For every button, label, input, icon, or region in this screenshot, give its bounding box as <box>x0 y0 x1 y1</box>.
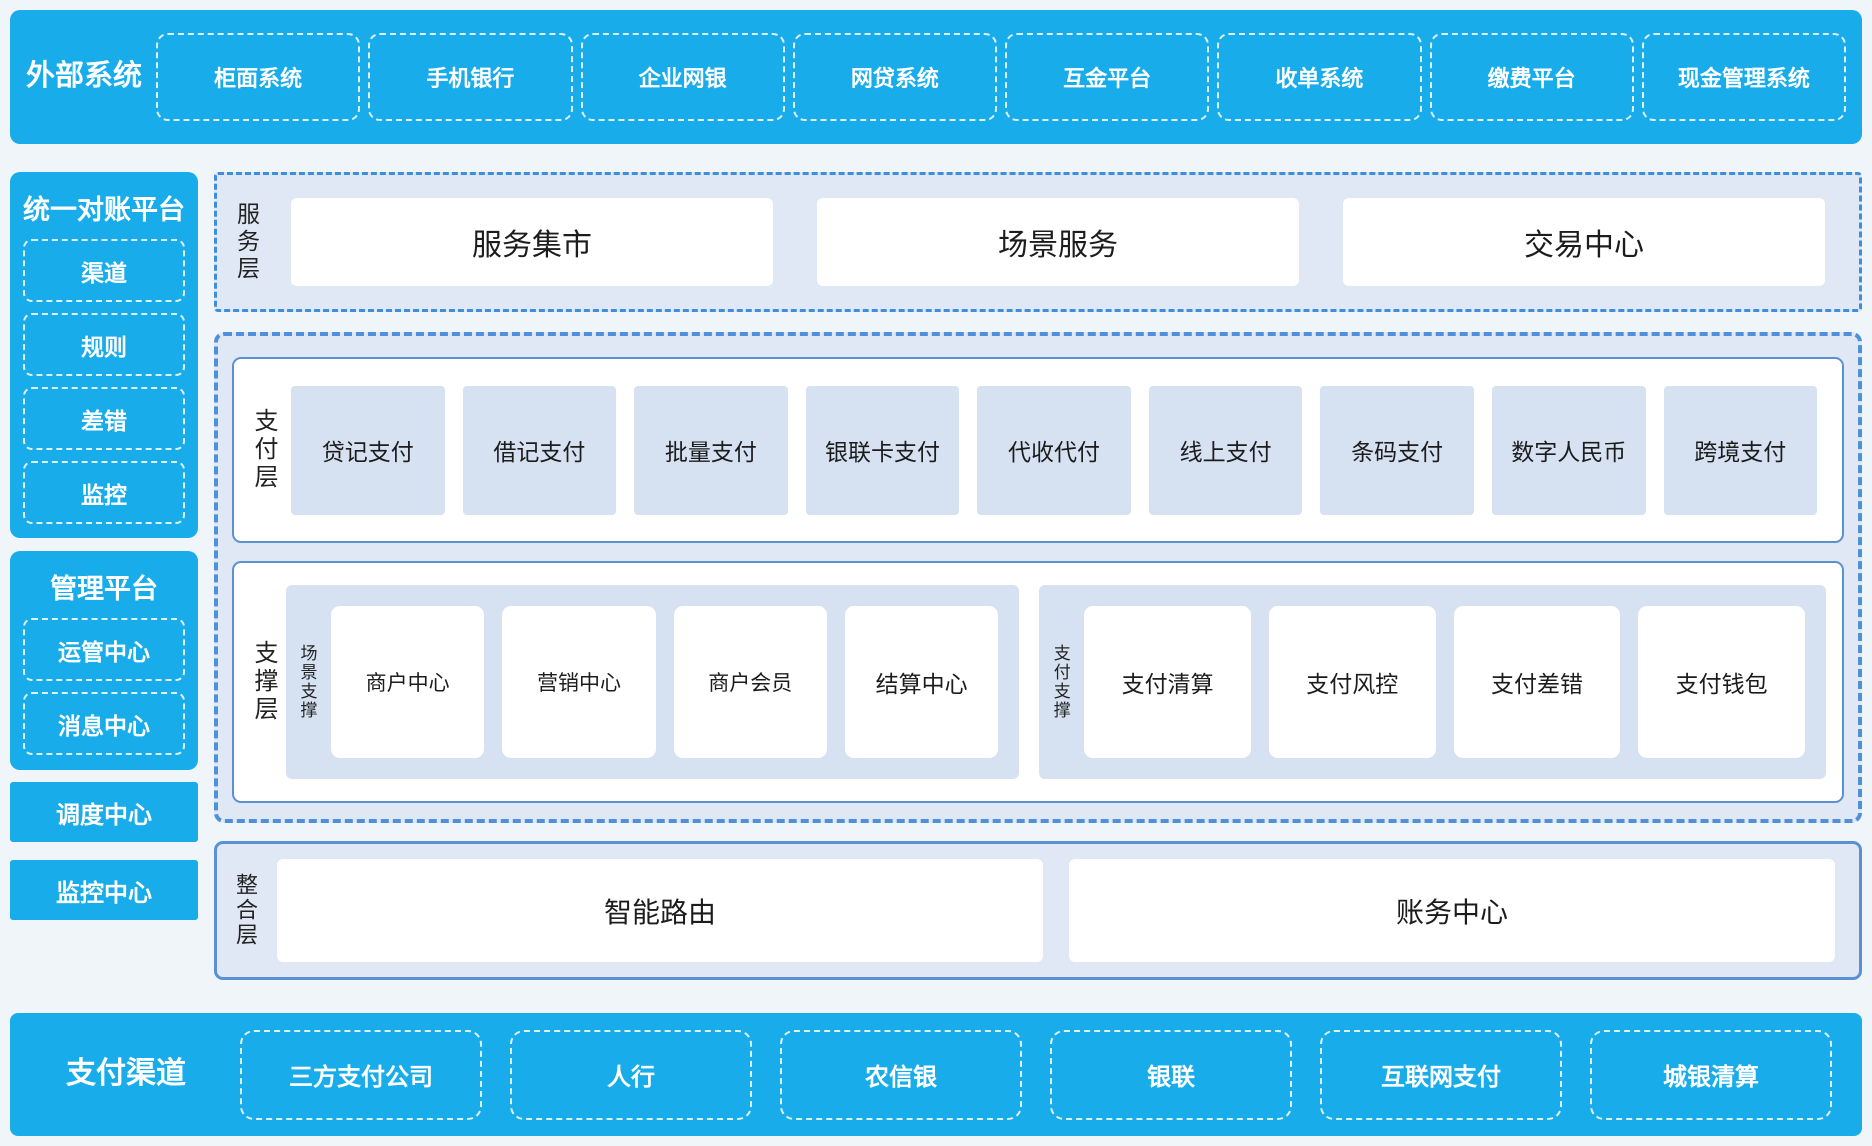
external-systems-title: 外部系统 <box>25 60 142 93</box>
smart-routing-box: 智能路由 <box>277 859 1043 962</box>
dispatch-center-block: 调度中心 <box>10 782 198 842</box>
payment-support-label: 支付支撑 <box>1050 644 1070 721</box>
channel-city-bank-clearing: 城银清算 <box>1590 1029 1832 1120</box>
channel-unionpay: 银联 <box>1050 1029 1292 1120</box>
external-system-counter: 柜面系统 <box>156 33 361 121</box>
reconciliation-platform-block: 统一对账平台 渠道 规则 差错 监控 <box>10 172 198 538</box>
integration-layer-label: 整合层 <box>233 873 258 948</box>
external-system-mobile-bank: 手机银行 <box>368 33 573 121</box>
service-layer: 服务层 服务集市 场景服务 交易中心 <box>214 172 1862 312</box>
channel-third-party: 三方支付公司 <box>240 1029 482 1120</box>
payment-layer-label: 支付层 <box>250 408 277 493</box>
pay-item-barcode: 条码支付 <box>1320 385 1474 515</box>
support-layer-label: 支撑层 <box>250 640 277 725</box>
payment-channels-title: 支付渠道 <box>66 1057 186 1091</box>
paysup-item-risk-control: 支付风控 <box>1268 606 1436 759</box>
scene-item-merchant-member: 商户会员 <box>673 606 827 759</box>
payment-support-panel: 支付支撑 支付清算 支付风控 支付差错 支付钱包 <box>1039 585 1826 780</box>
channel-pboc: 人行 <box>510 1029 752 1120</box>
payment-channels-bar: 支付渠道 三方支付公司 人行 农信银 银联 互联网支付 城银清算 <box>10 1013 1862 1136</box>
pay-item-unionpay-card: 银联卡支付 <box>805 385 960 515</box>
reconciliation-platform-title: 统一对账平台 <box>23 195 185 225</box>
service-layer-label: 服务层 <box>233 201 260 283</box>
recon-item-errors: 差错 <box>23 387 185 450</box>
payment-layer: 支付层 贷记支付 借记支付 批量支付 银联卡支付 代收代付 线上支付 条码支付 … <box>232 357 1844 544</box>
pay-item-cross-border: 跨境支付 <box>1663 385 1818 515</box>
scene-support-label: 场景支撑 <box>297 644 317 721</box>
pay-item-batch: 批量支付 <box>634 385 788 515</box>
scene-item-marketing-center: 营销中心 <box>502 606 656 759</box>
paysup-item-error-handling: 支付差错 <box>1453 606 1621 759</box>
external-system-fee-platform: 缴费平台 <box>1429 33 1634 121</box>
scene-service-box: 场景服务 <box>817 198 1299 286</box>
left-sidebar: 统一对账平台 渠道 规则 差错 监控 管理平台 运管中心 消息中心 调度中心 监… <box>10 172 198 983</box>
paysup-item-wallet: 支付钱包 <box>1638 606 1805 759</box>
scene-support-panel: 场景支撑 商户中心 营销中心 商户会员 结算中心 <box>286 585 1020 780</box>
integration-layer: 整合层 智能路由 账务中心 <box>214 841 1862 980</box>
pay-item-debit: 借记支付 <box>462 385 617 515</box>
mgmt-item-ops-center: 运管中心 <box>23 618 185 681</box>
external-system-online-loan: 网贷系统 <box>792 33 997 121</box>
external-systems-bar: 外部系统 柜面系统 手机银行 企业网银 网贷系统 互金平台 收单系统 缴费平台 … <box>10 10 1862 144</box>
middle-area: 统一对账平台 渠道 规则 差错 监控 管理平台 运管中心 消息中心 调度中心 监… <box>10 172 1862 983</box>
external-system-fintech: 互金平台 <box>1005 33 1210 121</box>
mgmt-item-message-center: 消息中心 <box>23 692 185 755</box>
support-layer: 支撑层 场景支撑 商户中心 营销中心 商户会员 结算中心 支付支撑 支付清算 支… <box>232 561 1844 803</box>
recon-item-monitor: 监控 <box>23 461 185 524</box>
management-platform-title: 管理平台 <box>50 574 158 604</box>
recon-item-rules: 规则 <box>23 313 185 376</box>
monitor-center-block: 监控中心 <box>10 860 198 920</box>
pay-item-online: 线上支付 <box>1148 385 1303 515</box>
pay-item-digital-rmb: 数字人民币 <box>1491 385 1646 515</box>
pay-item-collection: 代收代付 <box>977 385 1131 515</box>
channel-internet-pay: 互联网支付 <box>1320 1029 1562 1120</box>
scene-item-merchant-center: 商户中心 <box>331 606 485 759</box>
external-system-corp-ebank: 企业网银 <box>580 33 785 121</box>
main-column: 服务层 服务集市 场景服务 交易中心 支付层 贷记支付 借记支付 批量支付 银联… <box>214 172 1862 983</box>
core-dashed-container: 支付层 贷记支付 借记支付 批量支付 银联卡支付 代收代付 线上支付 条码支付 … <box>214 332 1862 823</box>
paysup-item-clearing: 支付清算 <box>1084 606 1251 759</box>
service-market-box: 服务集市 <box>291 198 773 286</box>
accounting-center-box: 账务中心 <box>1069 859 1835 962</box>
channel-rural-credit: 农信银 <box>780 1029 1022 1120</box>
pay-item-credit: 贷记支付 <box>291 385 445 515</box>
trade-center-box: 交易中心 <box>1343 198 1825 286</box>
scene-item-settlement-center: 结算中心 <box>844 606 999 759</box>
recon-item-channel: 渠道 <box>23 239 185 302</box>
external-system-cash-mgmt: 现金管理系统 <box>1641 33 1846 121</box>
management-platform-block: 管理平台 运管中心 消息中心 <box>10 551 198 770</box>
external-system-acquiring: 收单系统 <box>1217 33 1422 121</box>
